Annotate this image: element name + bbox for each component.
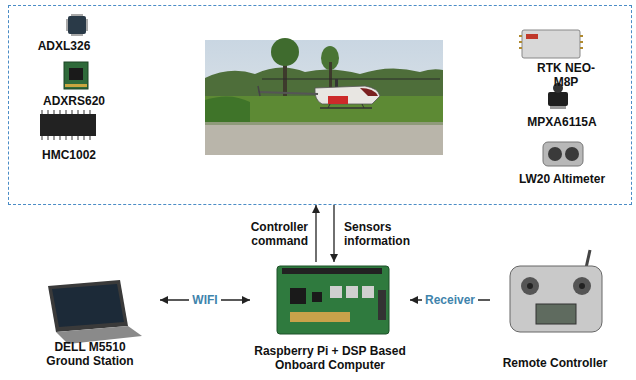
remote-controller-icon — [573, 277, 591, 295]
gyro-board — [65, 84, 87, 87]
remote-controller-icon — [527, 283, 533, 289]
pressure-sensor — [550, 106, 566, 109]
lidar-altimeter — [543, 142, 583, 166]
gnss-module — [519, 36, 583, 48]
sensor-label: LW20 Altimeter — [497, 172, 627, 186]
edge-label: WIFI — [189, 293, 220, 307]
sensor-region: ADXL326ADXRS620HMC1002 RTK NEO-M8P MPXA611… — [8, 5, 632, 205]
edge-label: Sensors information — [344, 220, 424, 248]
helicopter-photo — [205, 96, 250, 122]
node-label: DELL M5510 Ground Station — [38, 340, 142, 368]
sensor-label: MPXA6115A — [507, 115, 617, 129]
gnss-module — [519, 30, 583, 58]
laptop-icon — [48, 280, 142, 344]
sensor-label: ADXL326 — [19, 39, 109, 53]
magnetometer-chip — [40, 114, 96, 136]
sensor-label: HMC1002 — [19, 148, 119, 162]
onboard-board — [378, 290, 386, 320]
connector-arrow — [333, 205, 334, 262]
lidar-altimeter — [565, 147, 579, 161]
edge-label: Controller command — [228, 220, 308, 248]
connector-arrow — [315, 205, 316, 262]
remote-controller-icon — [521, 277, 539, 295]
onboard-board — [362, 286, 374, 298]
remote-controller-icon — [510, 266, 602, 332]
helicopter-photo — [362, 104, 364, 108]
ground-station: DELL M5510 Ground Station — [20, 270, 160, 370]
helicopter-photo — [258, 86, 260, 96]
laptop-icon — [48, 280, 128, 332]
helicopter-photo — [262, 78, 440, 79]
remote-controller-icon — [536, 304, 576, 324]
helicopter-photo — [335, 79, 338, 87]
lidar-altimeter — [543, 142, 583, 166]
accelerometer-chip — [66, 19, 68, 31]
helicopter-photo — [315, 86, 380, 104]
gnss-module — [522, 30, 580, 58]
helicopter-photo — [258, 92, 318, 94]
remote-controller-icon — [579, 283, 585, 289]
lidar-altimeter — [548, 147, 562, 161]
node-label: Raspberry Pi + DSP Based Onboard Compute… — [251, 344, 409, 372]
gyro-board — [64, 62, 88, 89]
onboard-board — [290, 312, 350, 322]
onboard-board — [282, 268, 382, 274]
pressure-sensor — [548, 92, 568, 106]
laptop-icon — [52, 284, 124, 327]
node-label: Remote Controller — [503, 356, 608, 370]
helicopter-photo — [205, 122, 443, 125]
accelerometer-chip — [86, 19, 88, 31]
helicopter-photo — [205, 40, 443, 155]
accelerometer-chip — [68, 16, 86, 34]
helicopter-photo — [328, 104, 330, 108]
magnetometer-chip — [40, 110, 96, 140]
onboard-board — [290, 288, 306, 304]
onboard-board — [277, 266, 389, 334]
gnss-module — [526, 34, 538, 39]
accelerometer-chip — [66, 14, 88, 36]
accelerometer-chip — [71, 34, 83, 36]
remote-controller: Remote Controller — [490, 246, 620, 372]
gyro-board — [64, 62, 88, 89]
remote-controller-icon — [586, 250, 590, 268]
onboard-board — [346, 286, 358, 298]
remote-controller-icon — [510, 250, 602, 332]
sensor-label: ADXRS620 — [19, 94, 129, 108]
onboard-board — [330, 286, 342, 298]
accelerometer-chip — [71, 14, 83, 16]
helicopter-photo — [328, 96, 348, 104]
onboard-computer: Raspberry Pi + DSP Based Onboard Compute… — [250, 262, 410, 374]
helicopter-photo — [360, 88, 378, 96]
edge-label: Receiver — [422, 293, 478, 307]
helicopter-photo — [205, 122, 443, 155]
gyro-board — [69, 68, 83, 80]
onboard-board — [312, 292, 322, 302]
onboard-board — [277, 266, 389, 334]
magnetometer-chip — [42, 110, 90, 140]
helicopter-photo — [205, 38, 443, 155]
sensor-label: RTK NEO-M8P — [531, 61, 601, 89]
helicopter-photo — [271, 38, 299, 66]
